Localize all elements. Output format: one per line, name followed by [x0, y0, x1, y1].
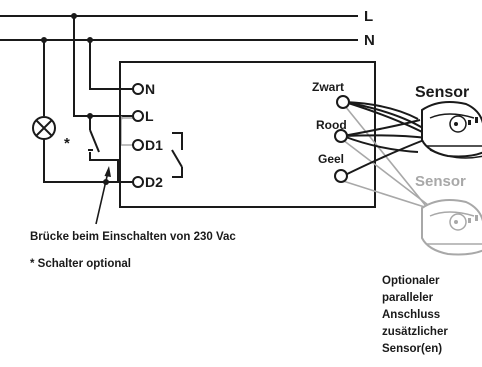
parallel-note-line: paralleler — [382, 292, 434, 304]
bridge-wire — [120, 117, 133, 146]
parallel-note-line: zusätzlicher — [382, 326, 448, 338]
primary-sensor-wires — [342, 101, 429, 177]
terminal-yellow — [334, 169, 348, 183]
relay-bottom-lead — [172, 167, 183, 178]
bridge-pointer-arrow — [95, 166, 111, 225]
terminal-black — [336, 95, 350, 109]
terminal-n-label: N — [145, 81, 155, 97]
bridge-note: Brücke beim Einschalten von 230 Vac — [30, 231, 236, 243]
terminal-l — [132, 110, 144, 122]
live-terminal-wire — [73, 16, 133, 117]
terminal-d1-label: D1 — [145, 137, 163, 153]
switch-lower-lead — [88, 149, 119, 182]
optional-switch-blade — [89, 129, 100, 153]
lamp-symbol — [32, 116, 56, 140]
sensor-label: Sensor — [415, 84, 469, 101]
terminal-d2 — [132, 176, 144, 188]
neutral-rail-label: N — [364, 32, 375, 49]
terminal-n — [132, 83, 144, 95]
switch-optional-note: * Schalter optional — [30, 258, 131, 270]
sensor-device — [421, 101, 482, 159]
relay-top-lead — [172, 132, 183, 150]
optional-sensor-device — [421, 199, 482, 256]
terminal-d1 — [132, 139, 144, 151]
optional-sensor-wires — [342, 105, 435, 211]
live-rail-label: L — [364, 8, 373, 25]
terminal-yellow-label: Geel — [318, 152, 344, 166]
terminal-black-label: Zwart — [312, 80, 344, 94]
terminal-red-label: Rood — [316, 118, 347, 132]
parallel-note-line: Sensor(en) — [382, 343, 443, 355]
terminal-d2-label: D2 — [145, 174, 163, 190]
parallel-note-line: Optionaler — [382, 275, 440, 287]
switch-asterisk: * — [64, 135, 70, 152]
parallel-note-line: Anschluss — [382, 309, 441, 321]
optional-sensor-label: Sensor — [415, 173, 466, 190]
lamp-return-wire — [43, 139, 106, 183]
terminal-l-label: L — [145, 108, 154, 124]
neutral-terminal-wire — [89, 40, 133, 90]
relay-contact — [171, 149, 183, 168]
terminal-red — [334, 129, 348, 143]
